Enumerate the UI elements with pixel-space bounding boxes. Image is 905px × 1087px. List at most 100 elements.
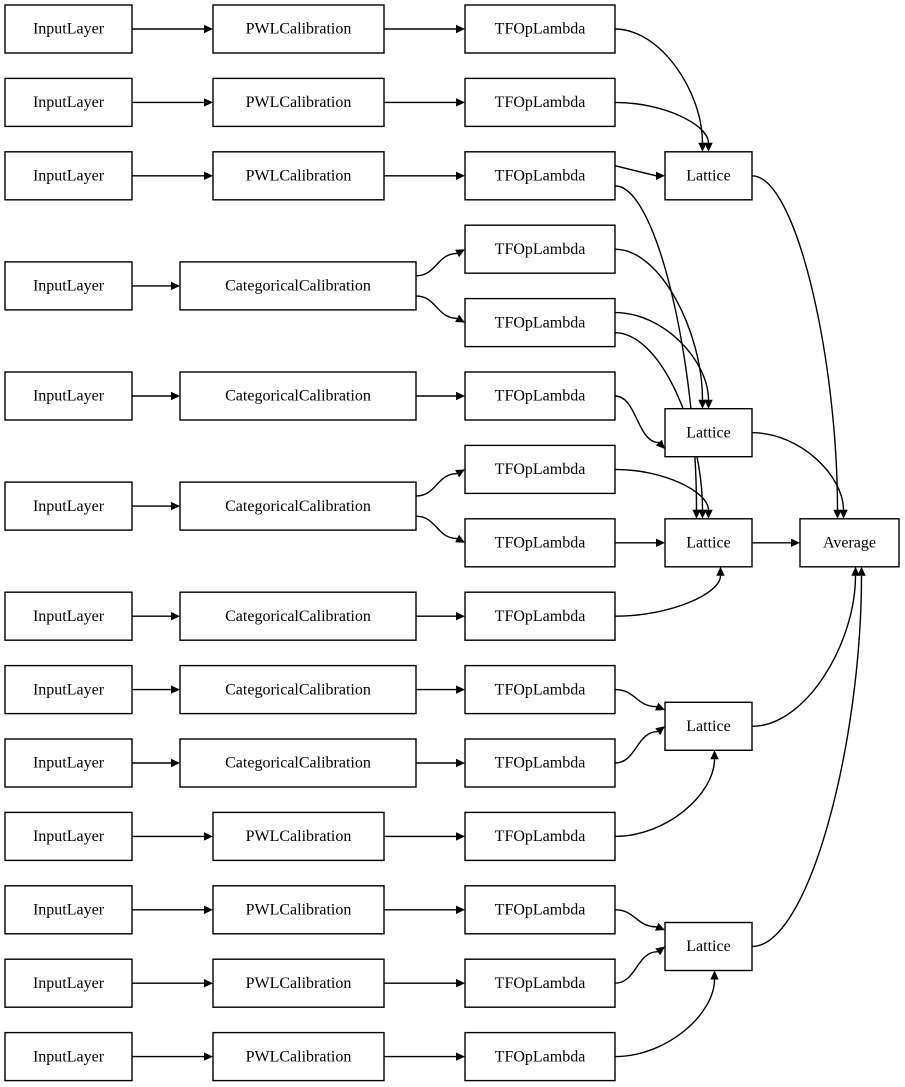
node-box[interactable]: [464, 664, 616, 715]
node-box[interactable]: [4, 738, 133, 788]
node-box[interactable]: [179, 261, 417, 311]
node-box[interactable]: [464, 444, 616, 495]
node-box[interactable]: [4, 958, 133, 1008]
node-box[interactable]: [179, 738, 417, 788]
node-input-layer-in7[interactable]: InputLayer: [4, 591, 133, 641]
node-input-layer-in2[interactable]: InputLayer: [4, 77, 133, 128]
node-pwlcalibration-cal2[interactable]: PWLCalibration: [212, 77, 385, 128]
node-input-layer-in4[interactable]: InputLayer: [4, 261, 133, 311]
node-pwlcalibration-cal10[interactable]: PWLCalibration: [212, 811, 385, 862]
node-tfop-lambda-op3[interactable]: TFOpLambda: [464, 151, 616, 201]
node-pwlcalibration-cal13[interactable]: PWLCalibration: [212, 1031, 385, 1082]
edge-op11-to-lat4: [614, 730, 658, 764]
node-box[interactable]: [664, 921, 753, 972]
node-input-layer-in3[interactable]: InputLayer: [4, 151, 133, 201]
node-box[interactable]: [212, 151, 385, 201]
node-tfop-lambda-op9[interactable]: TFOpLambda: [464, 591, 616, 641]
node-pwlcalibration-cal12[interactable]: PWLCalibration: [212, 958, 385, 1008]
node-tfop-lambda-op4[interactable]: TFOpLambda: [464, 224, 616, 274]
node-input-layer-in13[interactable]: InputLayer: [4, 1031, 133, 1082]
edge-op5-to-lat3: [614, 331, 704, 510]
node-tfop-lambda-op12[interactable]: TFOpLambda: [464, 811, 616, 862]
node-tfop-lambda-op13[interactable]: TFOpLambda: [464, 885, 616, 935]
node-categorical-calibration-cal5[interactable]: CategoricalCalibration: [179, 371, 417, 421]
node-box[interactable]: [664, 518, 753, 568]
node-input-layer-in11[interactable]: InputLayer: [4, 885, 133, 935]
node-box[interactable]: [212, 958, 385, 1008]
node-box[interactable]: [4, 885, 133, 935]
node-lattice-lat3[interactable]: Lattice: [664, 518, 753, 568]
node-tfop-lambda-op1[interactable]: TFOpLambda: [464, 4, 616, 54]
node-tfop-lambda-op11[interactable]: TFOpLambda: [464, 738, 616, 788]
node-box[interactable]: [464, 885, 616, 935]
node-box[interactable]: [4, 811, 133, 862]
node-box[interactable]: [464, 1031, 616, 1082]
node-pwlcalibration-cal1[interactable]: PWLCalibration: [212, 4, 385, 54]
node-input-layer-in8[interactable]: InputLayer: [4, 664, 133, 715]
node-categorical-calibration-cal4[interactable]: CategoricalCalibration: [179, 261, 417, 311]
node-box[interactable]: [464, 151, 616, 201]
node-box[interactable]: [464, 371, 616, 421]
node-input-layer-in12[interactable]: InputLayer: [4, 958, 133, 1008]
node-box[interactable]: [4, 481, 133, 531]
node-average-avg[interactable]: Average: [799, 518, 900, 568]
node-tfop-lambda-op10[interactable]: TFOpLambda: [464, 664, 616, 715]
node-input-layer-in9[interactable]: InputLayer: [4, 738, 133, 788]
node-tfop-lambda-op2[interactable]: TFOpLambda: [464, 77, 616, 128]
node-pwlcalibration-cal11[interactable]: PWLCalibration: [212, 885, 385, 935]
node-categorical-calibration-cal6[interactable]: CategoricalCalibration: [179, 481, 417, 531]
node-lattice-lat2[interactable]: Lattice: [664, 408, 753, 458]
node-box[interactable]: [4, 591, 133, 641]
node-pwlcalibration-cal3[interactable]: PWLCalibration: [212, 151, 385, 201]
node-tfop-lambda-op8[interactable]: TFOpLambda: [464, 518, 616, 568]
node-lattice-lat5[interactable]: Lattice: [664, 921, 753, 972]
node-box[interactable]: [464, 4, 616, 54]
node-lattice-lat4[interactable]: Lattice: [664, 701, 753, 751]
node-box[interactable]: [4, 77, 133, 128]
node-box[interactable]: [212, 885, 385, 935]
node-box[interactable]: [4, 261, 133, 311]
node-input-layer-in5[interactable]: InputLayer: [4, 371, 133, 421]
node-box[interactable]: [4, 664, 133, 715]
node-tfop-lambda-op14[interactable]: TFOpLambda: [464, 958, 616, 1008]
node-box[interactable]: [4, 371, 133, 421]
node-box[interactable]: [464, 811, 616, 862]
node-box[interactable]: [4, 1031, 133, 1082]
node-lattice-lat1[interactable]: Lattice: [664, 151, 753, 201]
node-box[interactable]: [664, 151, 753, 201]
node-box[interactable]: [179, 371, 417, 421]
node-box[interactable]: [464, 518, 616, 568]
node-tfop-lambda-op15[interactable]: TFOpLambda: [464, 1031, 616, 1082]
node-tfop-lambda-op6[interactable]: TFOpLambda: [464, 371, 616, 421]
node-box[interactable]: [4, 151, 133, 201]
node-box[interactable]: [664, 701, 753, 751]
node-tfop-lambda-op7[interactable]: TFOpLambda: [464, 444, 616, 495]
node-box[interactable]: [212, 77, 385, 128]
node-box[interactable]: [4, 4, 133, 54]
arrowhead-in8-to-cal8: [171, 685, 180, 694]
node-categorical-calibration-cal7[interactable]: CategoricalCalibration: [179, 591, 417, 641]
node-categorical-calibration-cal8[interactable]: CategoricalCalibration: [179, 664, 417, 715]
node-box[interactable]: [464, 591, 616, 641]
node-categorical-calibration-cal9[interactable]: CategoricalCalibration: [179, 738, 417, 788]
edge-op13-to-lat5: [614, 909, 657, 928]
node-input-layer-in6[interactable]: InputLayer: [4, 481, 133, 531]
node-box[interactable]: [799, 518, 900, 568]
node-input-layer-in10[interactable]: InputLayer: [4, 811, 133, 862]
node-box[interactable]: [464, 224, 616, 274]
node-tfop-lambda-op5[interactable]: TFOpLambda: [464, 297, 616, 348]
node-box[interactable]: [664, 408, 753, 458]
node-box[interactable]: [212, 811, 385, 862]
node-box[interactable]: [179, 664, 417, 715]
node-box[interactable]: [464, 77, 616, 128]
node-box[interactable]: [212, 1031, 385, 1082]
node-box[interactable]: [179, 591, 417, 641]
node-input-layer-in1[interactable]: InputLayer: [4, 4, 133, 54]
node-box[interactable]: [464, 738, 616, 788]
node-box[interactable]: [179, 481, 417, 531]
node-label: TFOpLambda: [495, 755, 586, 772]
node-box[interactable]: [464, 958, 616, 1008]
node-box[interactable]: [212, 4, 385, 54]
node-label: TFOpLambda: [495, 1048, 586, 1065]
node-box[interactable]: [464, 297, 616, 348]
